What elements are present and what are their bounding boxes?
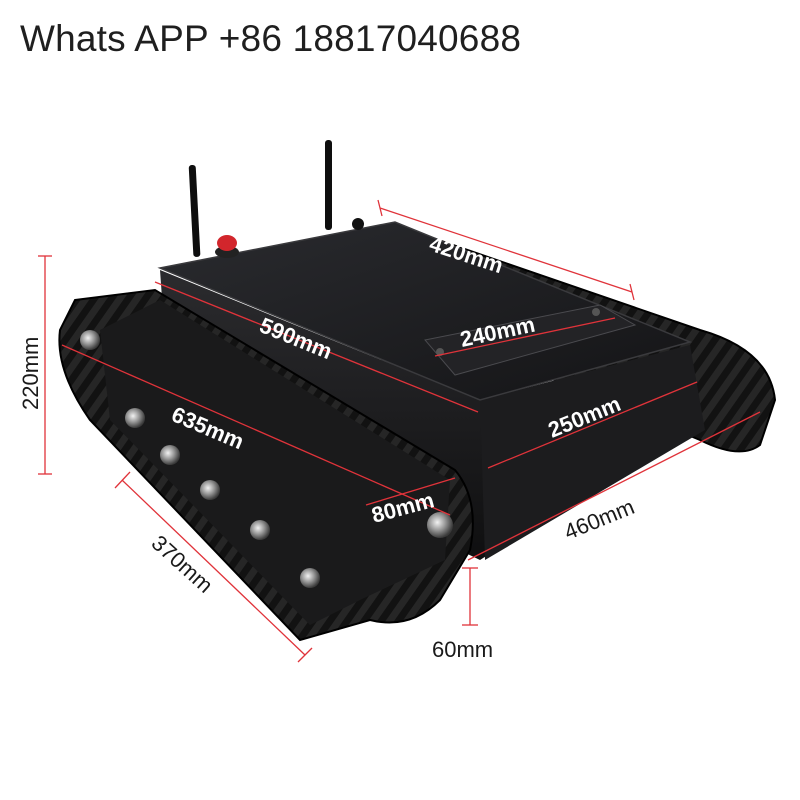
label-height: 220mm [18,337,43,410]
dim-line-240 [434,317,616,357]
dimension-lines [38,199,761,663]
emergency-stop-icon [215,235,239,258]
road-wheels [80,330,453,588]
dim-line-590 [154,281,479,413]
knob-icon [352,218,364,230]
wheel-hub-icon [250,520,270,540]
label-ground-clearance: 60mm [432,637,493,662]
wheel-hub-icon [160,445,180,465]
dim-line-420 [379,207,633,293]
wheel-hub-icon [125,408,145,428]
dim-line-635 [61,344,451,516]
contact-banner: Whats APP +86 18817040688 [20,18,522,59]
antennas [188,140,332,257]
bolt-icon [592,308,600,316]
antenna-right [325,140,332,230]
wheel-hub-icon [427,512,453,538]
mounting-plate [424,304,637,376]
antenna-left [188,165,201,257]
dim-line-250 [487,381,698,469]
wheel-hub-icon [80,330,100,350]
wheel-hub-icon [200,480,220,500]
wheel-hub-icon [300,568,320,588]
dim-line-460 [467,411,761,561]
dim-line-370 [121,479,306,656]
chassis-body [157,221,705,560]
dim-line-80 [365,477,456,506]
left-track [58,288,474,642]
